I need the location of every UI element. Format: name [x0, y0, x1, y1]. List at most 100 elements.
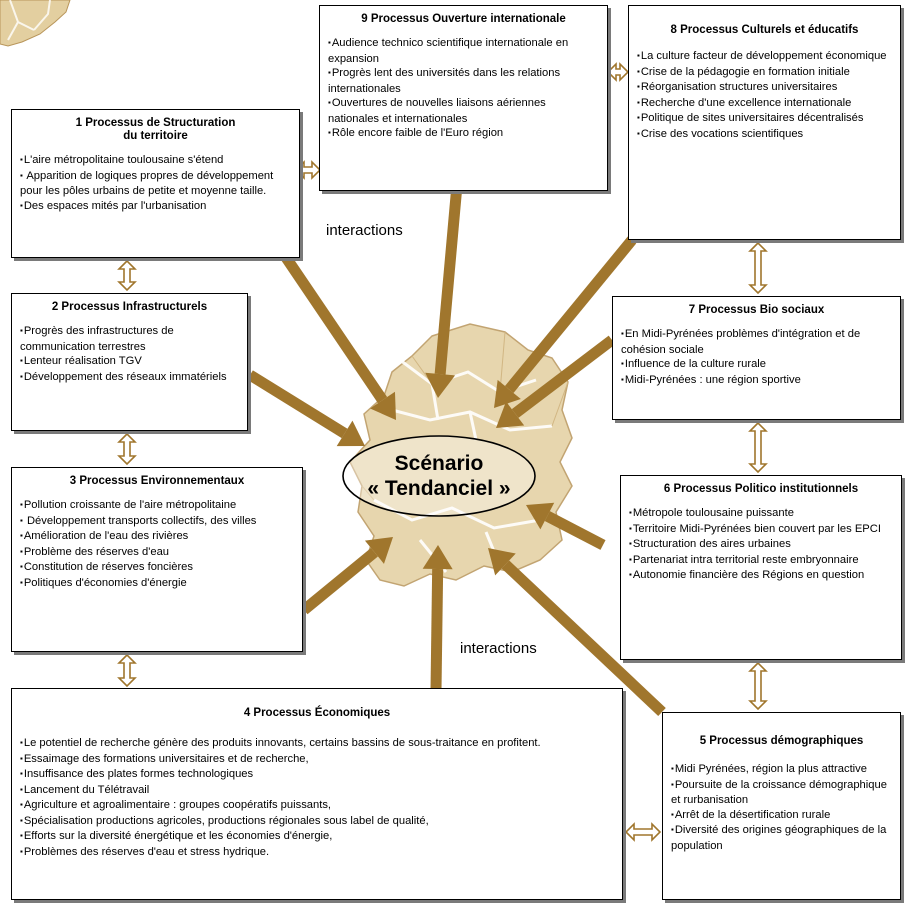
process-title: 3 Processus Environnementaux — [69, 475, 245, 487]
interactions-label-bottom: interactions — [460, 640, 537, 657]
process-item: Poursuite de la croissance démographique… — [671, 778, 892, 808]
process-item: Structuration des aires urbaines — [629, 537, 893, 553]
process-item: Arrêt de la désertification rurale — [671, 808, 892, 824]
process-item: Autonomie financière des Régions en ques… — [629, 568, 893, 584]
arrow-from-process-1-shaft — [280, 252, 388, 404]
arrow-from-process-4-head — [422, 545, 453, 570]
arrow-from-process-5-shaft — [501, 560, 666, 717]
process-item: Développement des réseaux immatériels — [20, 370, 239, 386]
process-item: Rôle encore faible de l'Euro région — [328, 126, 599, 142]
process-box-1: 1 Processus de Structuration du territoi… — [11, 109, 300, 258]
process-title: 4 Processus Économiques — [243, 707, 391, 719]
arrow-from-process-9-shaft — [434, 184, 463, 375]
process-item: Politiques d'économies d'énergie — [20, 576, 294, 592]
arrow-from-process-7-shaft — [511, 335, 616, 418]
arrow-from-process-3-head — [364, 537, 393, 564]
process-item: Efforts sur la diversité énergétique et … — [20, 829, 606, 845]
process-item: L'aire métropolitaine toulousaine s'éten… — [20, 153, 291, 169]
process-item: Partenariat intra territorial reste embr… — [629, 553, 893, 569]
process-item: Lenteur réalisation TGV — [20, 354, 239, 370]
process-item: Amélioration de l'eau des rivières — [20, 529, 294, 545]
arrow-from-process-2-head — [336, 420, 365, 447]
process-box-3: 3 Processus Environnementaux Pollution c… — [11, 467, 303, 652]
process-item: Territoire Midi-Pyrénées bien couvert pa… — [629, 522, 893, 538]
arrow-from-process-6-head — [526, 502, 555, 530]
arrow-from-process-7-head — [496, 401, 525, 428]
process-item: Réorganisation structures universitaires — [637, 80, 892, 96]
process-title: 5 Processus démographiques — [699, 735, 864, 747]
process-list: La culture facteur de développement écon… — [637, 49, 892, 142]
link-arrow-4-5 — [624, 822, 662, 842]
process-item: Influence de la culture rurale — [621, 357, 892, 373]
arrow-from-process-9-head — [425, 372, 456, 398]
process-item: Crise des vocations scientifiques — [637, 127, 892, 143]
process-item: Essaimage des formations universitaires … — [20, 752, 606, 768]
interactions-label-top: interactions — [326, 222, 403, 239]
process-item: Problèmes des réserves d'eau et stress h… — [20, 845, 606, 861]
corner-map-fragment — [0, 0, 71, 47]
process-item: Ouvertures de nouvelles liaisons aérienn… — [328, 96, 599, 126]
process-box-5: 5 Processus démographiques Midi Pyrénées… — [662, 712, 901, 900]
process-item: Métropole toulousaine puissante — [629, 506, 893, 522]
link-arrow-6-5 — [748, 661, 768, 711]
arrow-from-process-8-head — [494, 379, 521, 408]
process-list: Métropole toulousaine puissante Territoi… — [629, 506, 893, 584]
scenario-ellipse — [342, 435, 536, 517]
process-item: Spécialisation productions agricoles, pr… — [20, 814, 606, 830]
process-box-2: 2 Processus Infrastructurels Progrès des… — [11, 293, 248, 431]
process-title: 2 Processus Infrastructurels — [51, 301, 208, 313]
link-arrow-9-8 — [606, 62, 630, 82]
process-item: La culture facteur de développement écon… — [637, 49, 892, 65]
process-item: Le potentiel de recherche génère des pro… — [20, 736, 606, 752]
arrow-from-process-2-shaft — [247, 370, 348, 439]
process-item: Recherche d'une excellence international… — [637, 96, 892, 112]
process-item: Agriculture et agroalimentaire : groupes… — [20, 798, 606, 814]
process-item: Apparition de logiques propres de dévelo… — [20, 169, 291, 199]
process-title: 9 Processus Ouverture internationale — [361, 13, 566, 25]
process-item: Constitution de réserves foncières — [20, 560, 294, 576]
link-arrow-1-2 — [117, 259, 137, 292]
arrow-from-process-5-head — [488, 548, 516, 576]
link-arrow-3-4 — [117, 653, 137, 688]
process-item: Crise de la pédagogie en formation initi… — [637, 65, 892, 81]
process-box-4: 4 Processus Économiques Le potentiel de … — [11, 688, 623, 900]
arrow-from-process-8-shaft — [504, 236, 637, 393]
process-title: 8 Processus Culturels et éducatifs — [670, 24, 859, 36]
arrow-from-process-6-shaft — [544, 511, 606, 550]
process-item: Progrès des infrastructures de communica… — [20, 324, 239, 354]
process-item: Lancement du Télétravail — [20, 783, 606, 799]
link-arrow-7-6 — [748, 421, 768, 474]
process-item: Midi-Pyrénées : une région sportive — [621, 373, 892, 389]
link-arrow-8-7 — [748, 241, 768, 295]
process-list: En Midi-Pyrénées problèmes d'intégration… — [621, 327, 892, 388]
process-box-7: 7 Processus Bio sociaux En Midi-Pyrénées… — [612, 296, 901, 420]
process-list: L'aire métropolitaine toulousaine s'éten… — [20, 153, 291, 214]
process-list: Audience technico scientifique internati… — [328, 36, 599, 142]
process-item: Progrès lent des universités dans les re… — [328, 66, 599, 96]
process-item: Pollution croissante de l'aire métropoli… — [20, 498, 294, 514]
arrow-from-process-3-shaft — [300, 547, 378, 615]
process-item: En Midi-Pyrénées problèmes d'intégration… — [621, 327, 892, 357]
process-title: 1 Processus de Structuration du territoi… — [75, 117, 236, 142]
arrows-group — [247, 184, 666, 717]
link-arrow-2-3 — [117, 432, 137, 466]
process-item: Problème des réserves d'eau — [20, 545, 294, 561]
process-item: Développement transports collectifs, des… — [20, 514, 294, 530]
arrow-from-process-4-shaft — [430, 568, 444, 691]
process-box-8: 8 Processus Culturels et éducatifs La cu… — [628, 5, 901, 240]
process-box-9: 9 Processus Ouverture internationale Aud… — [319, 5, 608, 191]
arrow-from-process-1-head — [370, 391, 396, 420]
process-title: 6 Processus Politico institutionnels — [663, 483, 859, 495]
process-list: Pollution croissante de l'aire métropoli… — [20, 498, 294, 591]
process-title: 7 Processus Bio sociaux — [688, 304, 825, 316]
process-item: Insuffisance des plates formes technolog… — [20, 767, 606, 783]
process-item: Diversité des origines géographiques de … — [671, 823, 892, 853]
process-list: Progrès des infrastructures de communica… — [20, 324, 239, 385]
process-item: Politique de sites universitaires décent… — [637, 111, 892, 127]
process-item: Audience technico scientifique internati… — [328, 36, 599, 66]
process-list: Le potentiel de recherche génère des pro… — [20, 736, 614, 860]
process-box-6: 6 Processus Politico institutionnels Mét… — [620, 475, 902, 660]
process-list: Midi Pyrénées, région la plus attractive… — [671, 762, 892, 853]
